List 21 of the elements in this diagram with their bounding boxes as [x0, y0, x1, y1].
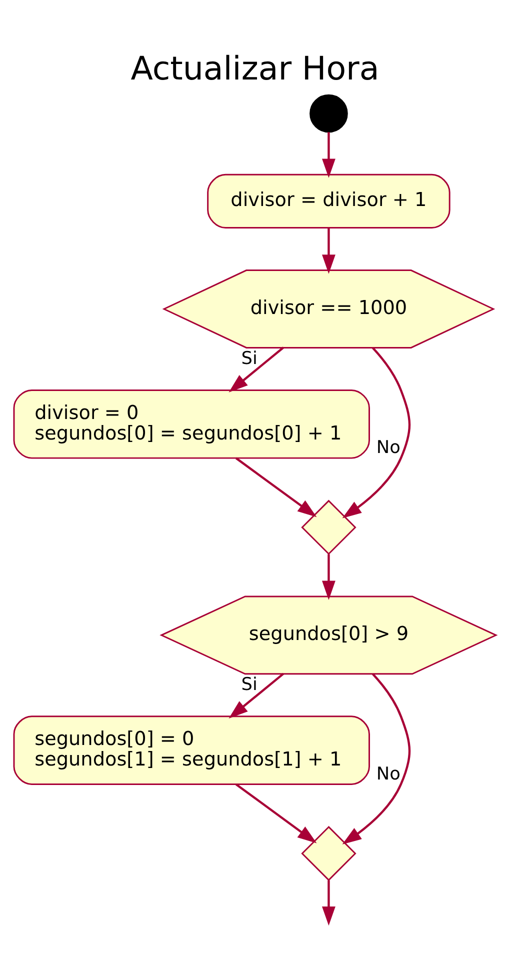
diagram-title: Actualizar Hora: [130, 49, 380, 88]
arrow: [228, 346, 284, 392]
arrow: [342, 346, 411, 518]
node-box: divisor = divisor + 1: [207, 173, 450, 228]
node-circle: [310, 94, 348, 132]
node-box: segundos[0] = 0 segundos[1] = segundos[1] + 1: [13, 715, 370, 784]
arrow: [342, 672, 411, 844]
arrow: [322, 228, 336, 274]
edge-label: No: [376, 438, 400, 458]
arrow: [322, 554, 336, 600]
edge-label: No: [376, 764, 400, 784]
arrow: [228, 672, 284, 718]
arrow: [322, 132, 336, 178]
node-diamond: [301, 499, 356, 554]
arrow: [235, 456, 317, 517]
arrow: [322, 880, 336, 926]
node-box: divisor = 0 segundos[0] = segundos[0] + 1: [13, 389, 370, 458]
edge-label: Si: [241, 348, 258, 368]
edge-label: Si: [241, 674, 258, 694]
node-diamond: [301, 825, 356, 881]
arrow: [235, 782, 317, 843]
